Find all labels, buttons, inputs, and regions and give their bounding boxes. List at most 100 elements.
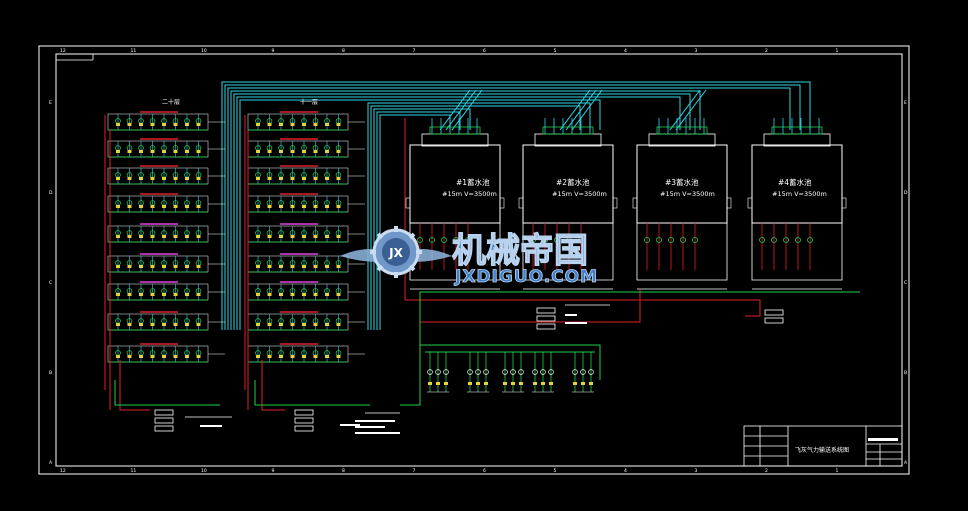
valve-actuator (173, 177, 178, 180)
tank-outlet-valve (453, 237, 459, 243)
valve-actuator (279, 123, 283, 126)
valve-actuator (139, 235, 143, 238)
valve-actuator (116, 123, 120, 126)
valve-actuator (313, 293, 318, 296)
panel-label-middle: 十一层 (300, 98, 318, 106)
cluster-valve (467, 369, 473, 375)
valve-actuator (313, 265, 318, 268)
valve-actuator (256, 323, 260, 326)
valve-actuator (127, 177, 132, 180)
valve-actuator (139, 150, 143, 153)
ruler-bottom-label: 1 (836, 468, 839, 474)
valve-actuator (150, 265, 155, 268)
valve-row-frame (107, 283, 209, 301)
valve-actuator (196, 205, 201, 208)
valve-actuator (302, 177, 306, 180)
cluster-actuator (573, 382, 577, 385)
valve-actuator (290, 265, 295, 268)
valve-actuator (185, 177, 189, 180)
valve-actuator (116, 293, 120, 296)
valve-actuator (127, 293, 132, 296)
valve-actuator (162, 265, 166, 268)
ruler-bottom-label: 12 (60, 468, 66, 474)
ruler-left-label: B (49, 370, 52, 376)
tank-outlet-valve (656, 237, 662, 243)
valve-row-frame (107, 113, 209, 131)
valve-actuator (325, 123, 329, 126)
valve-actuator (336, 265, 341, 268)
valve-actuator (313, 205, 318, 208)
tank-side-nozzle (499, 197, 505, 209)
valve-actuator (290, 323, 295, 326)
valve-actuator (162, 235, 166, 238)
valve-actuator (336, 150, 341, 153)
valve-actuator (196, 177, 201, 180)
valve-actuator (127, 323, 132, 326)
tanks-group (405, 118, 847, 290)
tank-support (751, 223, 843, 281)
valve-actuator (173, 293, 178, 296)
valve-actuator (162, 355, 166, 358)
valve-actuator (116, 150, 120, 153)
valve-actuator (325, 265, 329, 268)
tank-inlet-manifold (542, 126, 594, 135)
valve-actuator (127, 235, 132, 238)
legend-tables (154, 304, 784, 432)
valve-row-frame (107, 313, 209, 331)
valve-actuator (313, 177, 318, 180)
panel-label-left: 二十层 (162, 98, 180, 106)
tank-top (421, 133, 489, 147)
valve-actuator (256, 235, 260, 238)
valve-row-frame (247, 195, 349, 213)
ruler-top-label: 9 (272, 48, 275, 54)
tank-outlet-valve (644, 237, 650, 243)
title-block (743, 425, 903, 467)
valve-actuator (173, 235, 178, 238)
valve-actuator (196, 150, 201, 153)
valve-actuator (150, 123, 155, 126)
valve-actuator (116, 177, 120, 180)
valve-actuator (336, 235, 341, 238)
valve-actuator (336, 293, 341, 296)
tank-outlet-valve (783, 237, 789, 243)
cluster-valve (427, 369, 433, 375)
ruler-left-label: D (49, 190, 53, 196)
ruler-right-label: B (904, 370, 907, 376)
pipe-bundle-panels-to-tanks (221, 81, 811, 330)
tank-outlet-valve (441, 237, 447, 243)
valve-row-frame (247, 255, 349, 273)
cluster-valve (580, 369, 586, 375)
watermark: JX 机械帝国 JXDIGUO.COM (340, 226, 597, 287)
cluster-actuator (581, 382, 585, 385)
cluster-actuator (549, 382, 553, 385)
valve-row-frame (247, 167, 349, 185)
valve-actuator (139, 355, 143, 358)
valve-row-frame (107, 195, 209, 213)
valve-row-frame (247, 283, 349, 301)
tank-side-nozzle (747, 197, 753, 209)
valve-actuator (336, 177, 341, 180)
ruler-right-label: A (904, 460, 908, 466)
tank-outlet-valve (692, 237, 698, 243)
valve-actuator (290, 205, 295, 208)
cluster-valve (518, 369, 524, 375)
tank-inlet-manifold (429, 126, 481, 135)
valve-actuator (150, 293, 155, 296)
tank-outlet-valve (759, 237, 765, 243)
valve-actuator (150, 150, 155, 153)
tank-3-spec: #15m V=3500m (660, 190, 715, 198)
ruler-left-label: C (49, 280, 52, 286)
valve-actuator (267, 150, 272, 153)
valve-actuator (139, 177, 143, 180)
ruler-bottom-label: 10 (201, 468, 207, 474)
valve-actuator (290, 177, 295, 180)
tank-outlet-valve (578, 237, 584, 243)
tank-1-label: #1蓄水池 (456, 177, 490, 187)
valve-row-frame (247, 113, 349, 131)
valve-actuator (116, 235, 120, 238)
valve-row-frame (107, 255, 209, 273)
cluster-actuator (468, 382, 472, 385)
cluster-actuator (511, 382, 515, 385)
